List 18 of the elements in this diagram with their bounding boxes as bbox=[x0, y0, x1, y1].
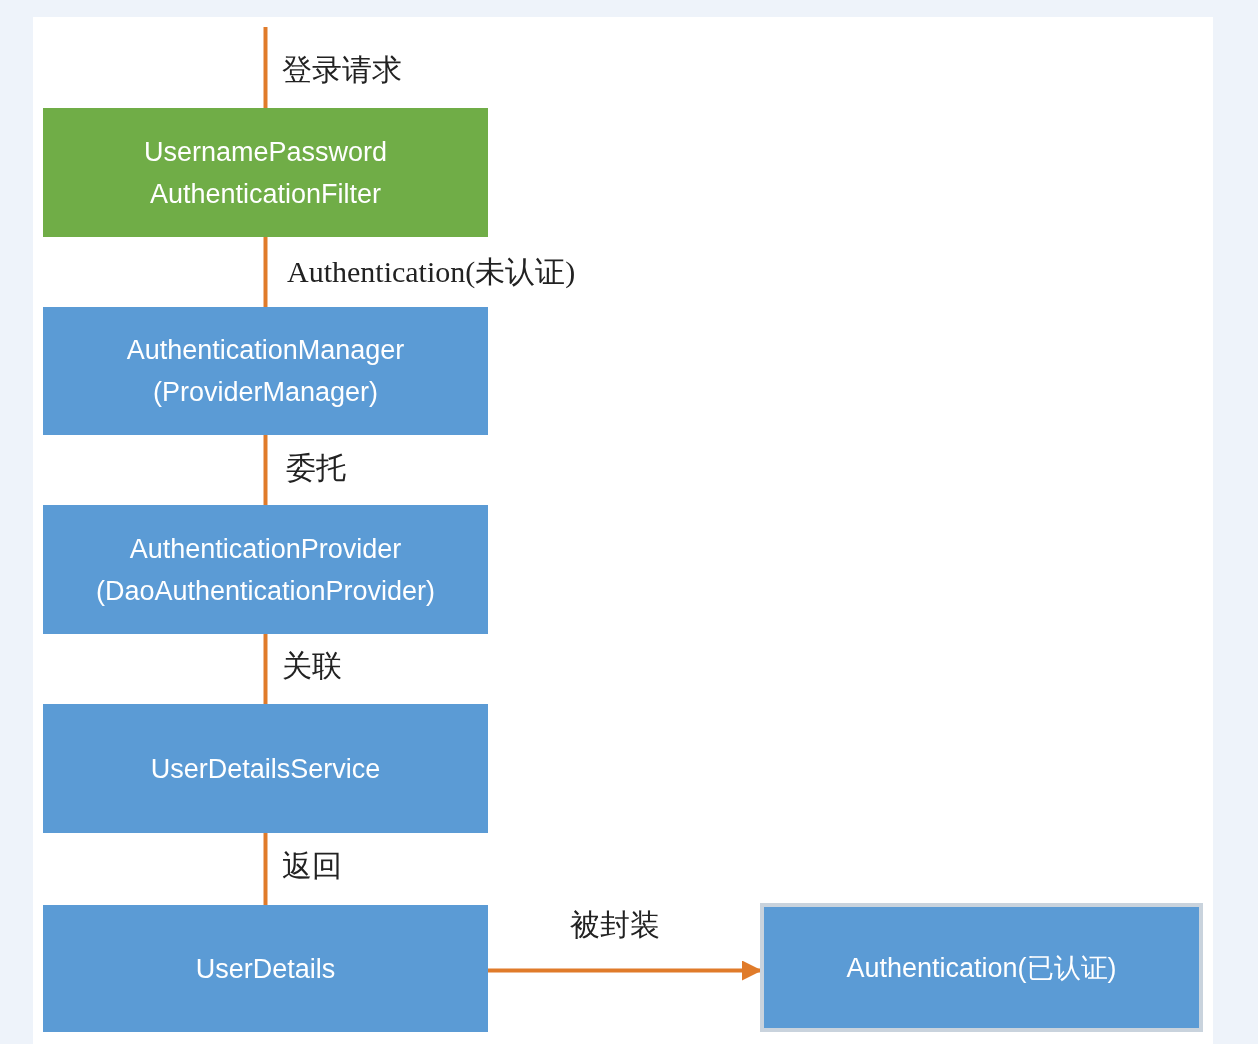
box-text: UsernamePassword AuthenticationFilter bbox=[142, 135, 389, 211]
process-box bbox=[43, 704, 488, 833]
connector-line bbox=[263, 634, 268, 704]
process-box bbox=[43, 905, 488, 1032]
box-text: UserDetails bbox=[195, 952, 336, 986]
box-text: AuthenticationProvider (DaoAuthenticationProvider) bbox=[94, 532, 437, 608]
connector-line bbox=[263, 27, 268, 108]
box-text: AuthenticationManager (ProviderManager) bbox=[125, 334, 406, 409]
process-box bbox=[43, 108, 488, 237]
process-box bbox=[43, 505, 488, 634]
connector-line bbox=[263, 833, 268, 905]
connector-line bbox=[488, 960, 762, 981]
process-box bbox=[43, 307, 488, 435]
process-box bbox=[760, 903, 1203, 1032]
connector-line bbox=[263, 237, 268, 307]
box-text: UserDetailsService bbox=[150, 752, 381, 786]
connector-line bbox=[263, 435, 268, 505]
box-text: Authentication(已认证) bbox=[846, 951, 1117, 985]
